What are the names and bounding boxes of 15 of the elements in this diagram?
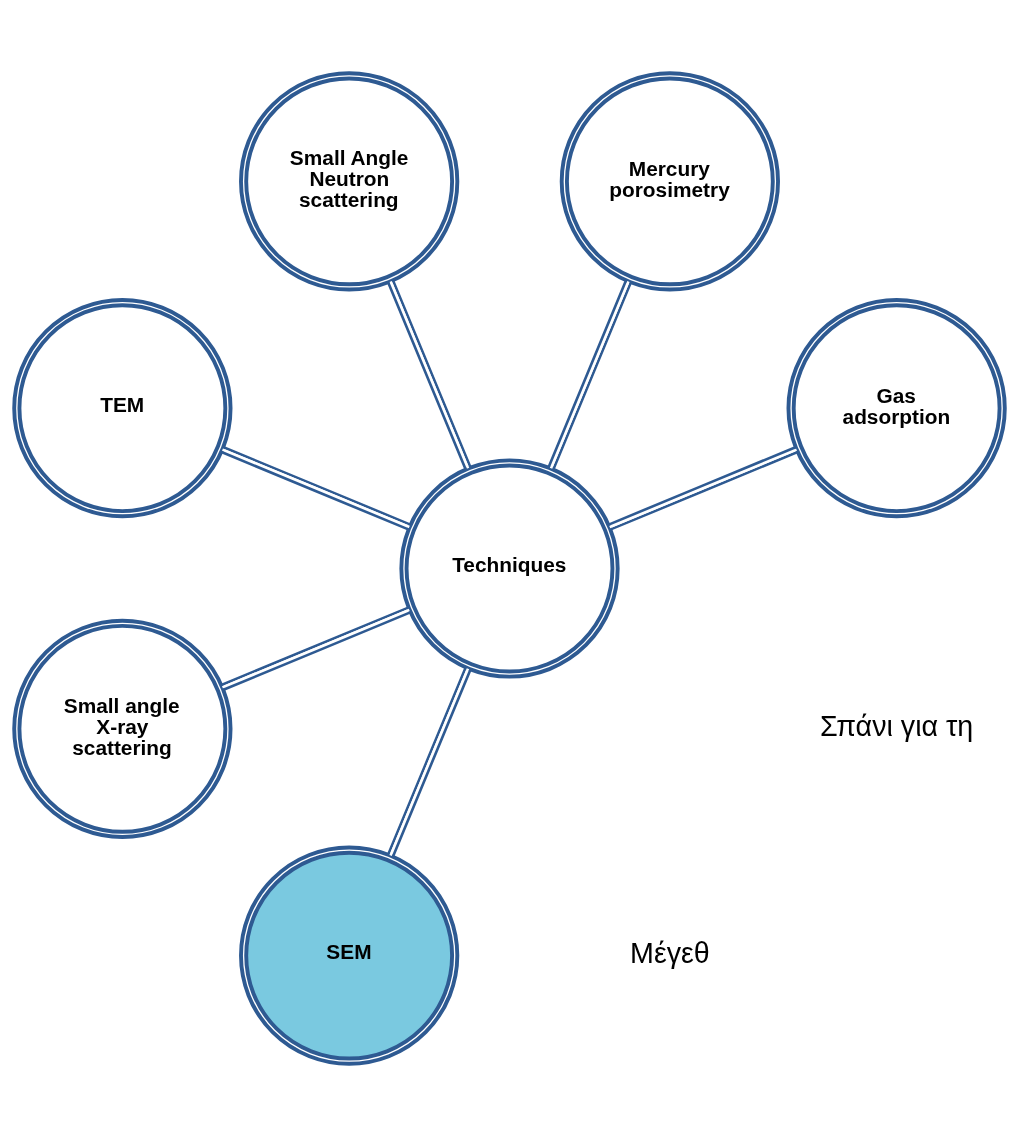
connector xyxy=(607,445,798,531)
connector xyxy=(220,605,411,691)
node-circle: SEM xyxy=(238,845,459,1066)
label: Μέγεθ xyxy=(629,936,710,969)
connector xyxy=(386,666,472,857)
node-circle: Gas adsorption xyxy=(786,297,1007,518)
connector xyxy=(220,445,411,531)
connector xyxy=(546,279,632,470)
label: Σπάνι για τη xyxy=(819,709,973,742)
node-circle: Mercury porosimetry xyxy=(559,70,780,291)
connector xyxy=(386,279,472,470)
node-circle: TEM xyxy=(11,297,232,518)
node-circle: Techniques xyxy=(398,457,620,679)
node-circle: Small angle X-ray scattering xyxy=(11,618,232,839)
node-circle: Small Angle Neutron scattering xyxy=(238,70,459,291)
